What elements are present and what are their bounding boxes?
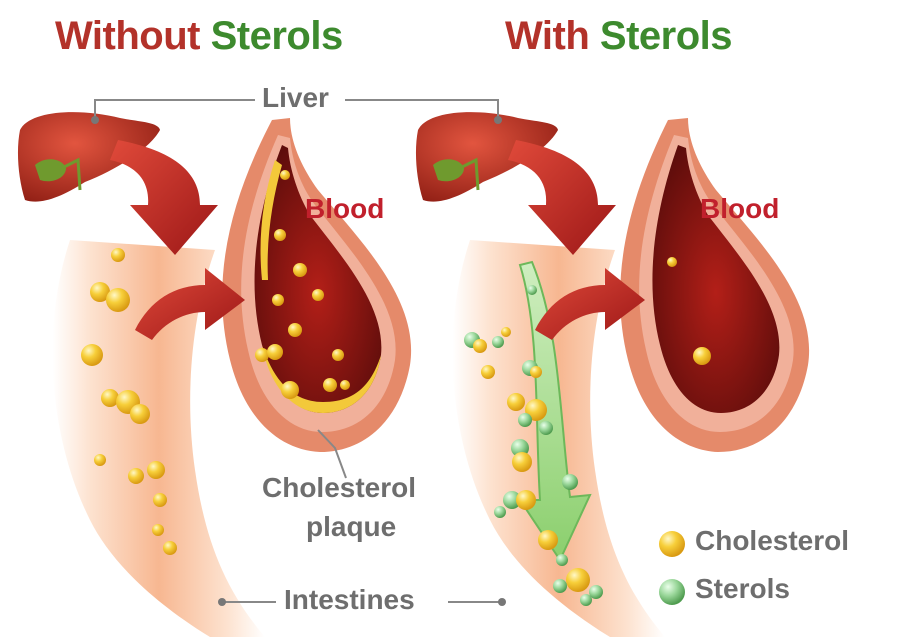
- right-liver-to-intestine-arrow: [508, 140, 616, 255]
- left-intestine-to-blood-arrow: [135, 268, 245, 340]
- right-blood-cholesterol-droplet: [693, 347, 711, 365]
- left-liver-to-intestine-arrow: [110, 140, 218, 255]
- right-gallbladder-icon: [433, 159, 464, 182]
- right-panel-art: [415, 112, 810, 637]
- right-intestine-to-blood-arrow: [535, 268, 645, 340]
- left-intestine-cholesterol-droplets: [81, 248, 177, 555]
- left-gallbladder-icon: [35, 159, 66, 182]
- connector-lines: [91, 99, 506, 606]
- legend-cholesterol-label: Cholesterol: [695, 525, 850, 556]
- legend-cholesterol-swatch: [659, 531, 685, 557]
- intestines-label: Intestines: [284, 584, 415, 615]
- plaque-connector-line: [317, 429, 347, 479]
- liver-label: Liver: [262, 82, 329, 113]
- legend-sterols-swatch: [659, 579, 685, 605]
- blood-label-right: Blood: [700, 193, 780, 224]
- plaque-label-line1: Cholesterol: [262, 472, 417, 503]
- title-right-word2: Sterols: [599, 14, 733, 58]
- blood-label-left: Blood: [305, 193, 385, 224]
- left-panel-art: [17, 112, 412, 637]
- liver-connector-line: [94, 99, 255, 120]
- left-intestine-shape: [52, 240, 265, 637]
- title-right-word1: With: [505, 14, 590, 58]
- title-left-word1: Without: [55, 14, 200, 58]
- title-without-sterols: Without Sterols: [55, 14, 343, 59]
- left-blood-cholesterol-droplets: [255, 170, 350, 399]
- legend-sterols-label: Sterols: [695, 573, 790, 604]
- plaque-label-line2: plaque: [306, 511, 397, 542]
- right-blood-cholesterol-droplet: [667, 257, 677, 267]
- liver-connector-line: [345, 99, 499, 120]
- right-intestine-droplets: [464, 285, 603, 606]
- title-with-sterols: With Sterols: [505, 14, 733, 59]
- title-left-word2: Sterols: [210, 14, 344, 58]
